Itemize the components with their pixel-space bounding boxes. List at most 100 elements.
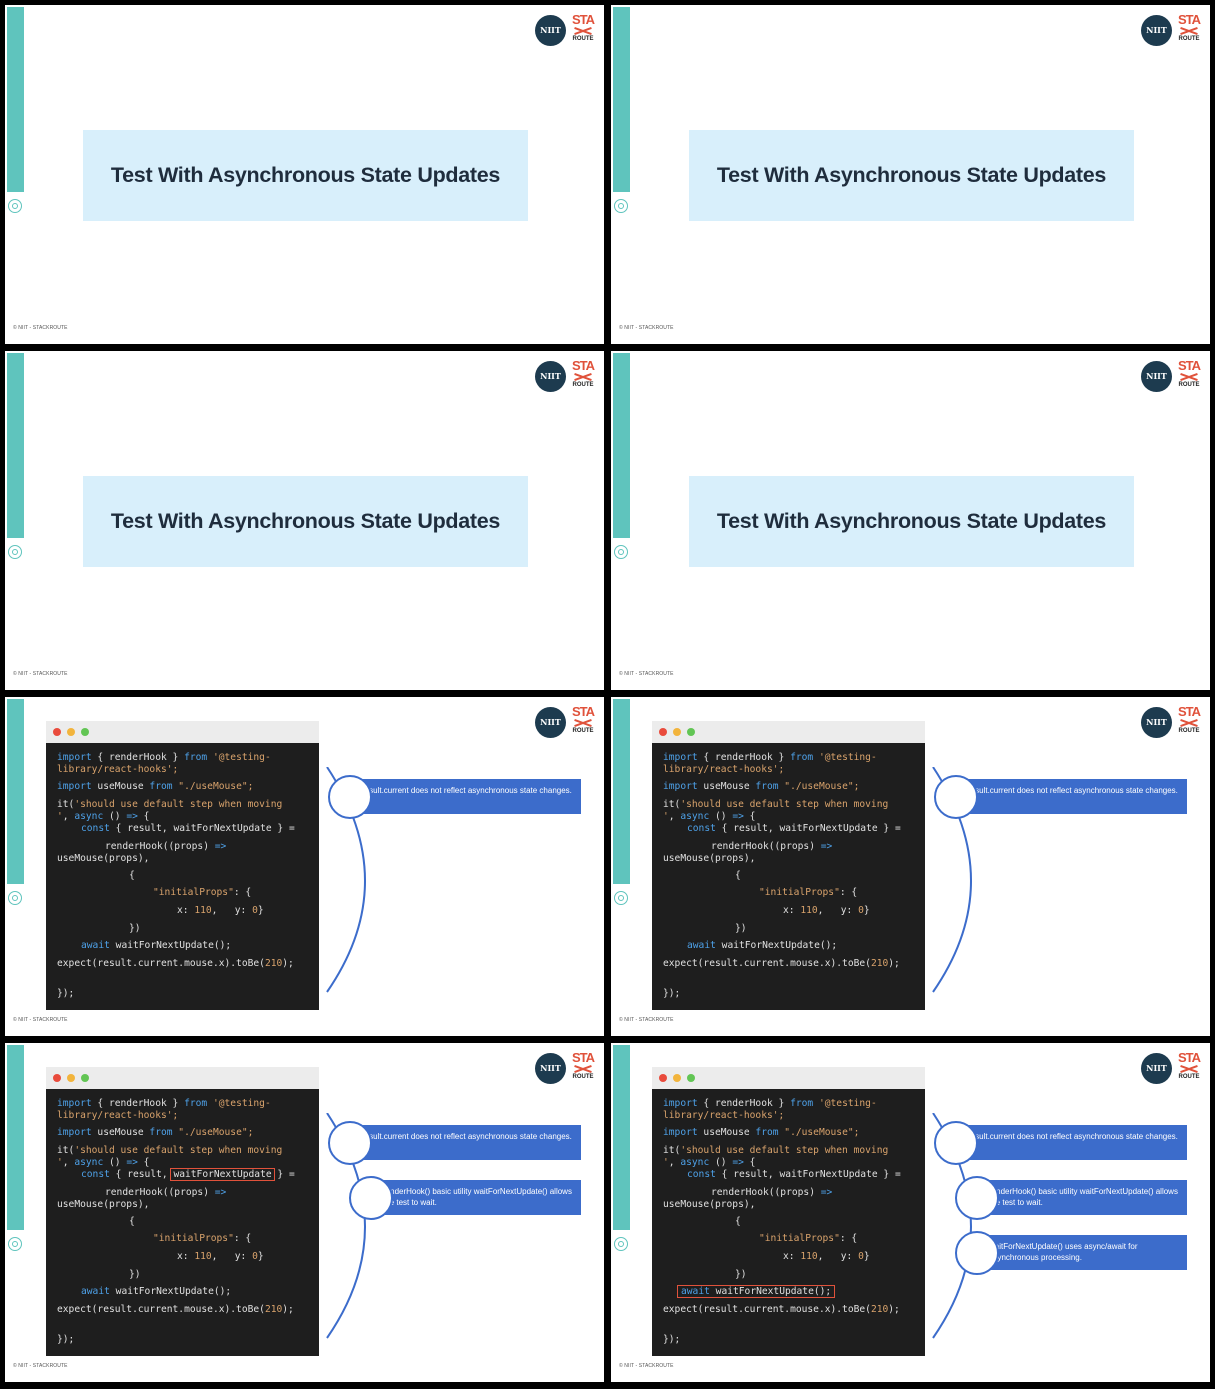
- code-line: x: 110, y: 0}: [783, 905, 870, 916]
- code-line: it('should use default step when moving: [57, 799, 283, 810]
- footer-copyright: © NIIT - STACKROUTE: [619, 325, 674, 331]
- code-line: {: [129, 870, 135, 881]
- code-line: await waitForNextUpdate();: [677, 1285, 836, 1298]
- callout-node-2: [955, 1176, 999, 1220]
- ring-icon: [8, 545, 22, 559]
- ring-icon: [8, 891, 22, 905]
- niit-logo: NIIT: [1141, 15, 1172, 46]
- callout-1: result.current does not reflect asynchro…: [956, 779, 1187, 814]
- code-line: import useMouse from "./useMouse";: [663, 781, 860, 792]
- code-line: library/react-hooks';: [663, 764, 785, 775]
- code-line: const { result, waitForNextUpdate } =: [81, 823, 295, 834]
- ring-icon: [614, 891, 628, 905]
- code-line: });: [663, 1334, 681, 1345]
- code-line: });: [663, 988, 681, 999]
- maximize-dot-icon: [687, 1074, 695, 1082]
- niit-logo: NIIT: [535, 15, 566, 46]
- title-box: Test With Asynchronous State Updates: [83, 476, 528, 567]
- ring-icon: [8, 1237, 22, 1251]
- code-line: await waitForNextUpdate();: [81, 1286, 232, 1297]
- title-box: Test With Asynchronous State Updates: [83, 130, 528, 221]
- code-line: import { renderHook } from '@testing-: [663, 1098, 877, 1109]
- code-line: import { renderHook } from '@testing-: [57, 1098, 271, 1109]
- code-line: import { renderHook } from '@testing-: [57, 752, 271, 763]
- code-line: it('should use default step when moving: [663, 799, 889, 810]
- maximize-dot-icon: [81, 728, 89, 736]
- ring-icon: [614, 545, 628, 559]
- callout-1: result.current does not reflect asynchro…: [350, 1125, 581, 1160]
- code-window: import { renderHook } from '@testing- li…: [652, 721, 925, 1010]
- code-line: library/react-hooks';: [663, 1110, 785, 1121]
- slide-title: Test With Asynchronous State Updates: [716, 509, 1107, 533]
- footer-copyright: © NIIT - STACKROUTE: [619, 1363, 674, 1369]
- ring-icon: [8, 199, 22, 213]
- code-line: }): [129, 1269, 141, 1280]
- code-line: });: [57, 1334, 75, 1345]
- code-line: const { result, waitForNextUpdate } =: [687, 823, 901, 834]
- slide-title: Test With Asynchronous State Updates: [716, 163, 1107, 187]
- maximize-dot-icon: [687, 728, 695, 736]
- accent-bar: [613, 7, 630, 192]
- code-line: x: 110, y: 0}: [177, 1251, 264, 1262]
- callout-node-1: [328, 775, 372, 819]
- code-line: {: [735, 1216, 741, 1227]
- niit-logo: NIIT: [535, 361, 566, 392]
- accent-bar: [7, 353, 24, 538]
- code-line: x: 110, y: 0}: [177, 905, 264, 916]
- callout-2: renderHook() basic utility waitForNextUp…: [371, 1180, 581, 1215]
- minimize-dot-icon: [67, 728, 75, 736]
- code-line: {: [129, 1216, 135, 1227]
- code-line: ', async () => {: [57, 811, 150, 822]
- callout-node-1: [934, 1121, 978, 1165]
- window-titlebar: [652, 721, 925, 743]
- code-line: renderHook((props) =>: [711, 1187, 833, 1198]
- niit-logo: NIIT: [535, 707, 566, 738]
- niit-logo: NIIT: [1141, 707, 1172, 738]
- accent-bar: [7, 1045, 24, 1230]
- code-line: expect(result.current.mouse.x).toBe(210)…: [663, 1304, 900, 1315]
- code-line: useMouse(props),: [57, 853, 150, 864]
- code-line: await waitForNextUpdate();: [81, 940, 232, 951]
- code-line: "initialProps": {: [759, 887, 858, 898]
- window-titlebar: [652, 1067, 925, 1089]
- close-dot-icon: [659, 728, 667, 736]
- highlight-box: waitForNextUpdate: [170, 1168, 275, 1181]
- code-line: "initialProps": {: [153, 1233, 252, 1244]
- callout-node-1: [328, 1121, 372, 1165]
- niit-logo: NIIT: [1141, 1053, 1172, 1084]
- code-line: renderHook((props) =>: [711, 841, 833, 852]
- footer-copyright: © NIIT - STACKROUTE: [13, 671, 68, 677]
- minimize-dot-icon: [673, 1074, 681, 1082]
- callout-1: result.current does not reflect asynchro…: [956, 1125, 1187, 1160]
- footer-copyright: © NIIT - STACKROUTE: [13, 325, 68, 331]
- window-titlebar: [46, 721, 319, 743]
- maximize-dot-icon: [81, 1074, 89, 1082]
- code-line: });: [57, 988, 75, 999]
- accent-bar: [7, 7, 24, 192]
- accent-bar: [613, 353, 630, 538]
- close-dot-icon: [53, 1074, 61, 1082]
- code-line: }): [129, 923, 141, 934]
- footer-copyright: © NIIT - STACKROUTE: [13, 1017, 68, 1023]
- code-line: await waitForNextUpdate();: [687, 940, 838, 951]
- niit-logo: NIIT: [535, 1053, 566, 1084]
- minimize-dot-icon: [673, 728, 681, 736]
- title-box: Test With Asynchronous State Updates: [689, 130, 1134, 221]
- code-line: expect(result.current.mouse.x).toBe(210)…: [663, 958, 900, 969]
- code-line: expect(result.current.mouse.x).toBe(210)…: [57, 1304, 294, 1315]
- footer-copyright: © NIIT - STACKROUTE: [619, 671, 674, 677]
- code-line: "initialProps": {: [153, 887, 252, 898]
- code-line: useMouse(props),: [57, 1199, 150, 1210]
- callout-1: result.current does not reflect asynchro…: [350, 779, 581, 814]
- code-line: import useMouse from "./useMouse";: [57, 781, 254, 792]
- ring-icon: [614, 1237, 628, 1251]
